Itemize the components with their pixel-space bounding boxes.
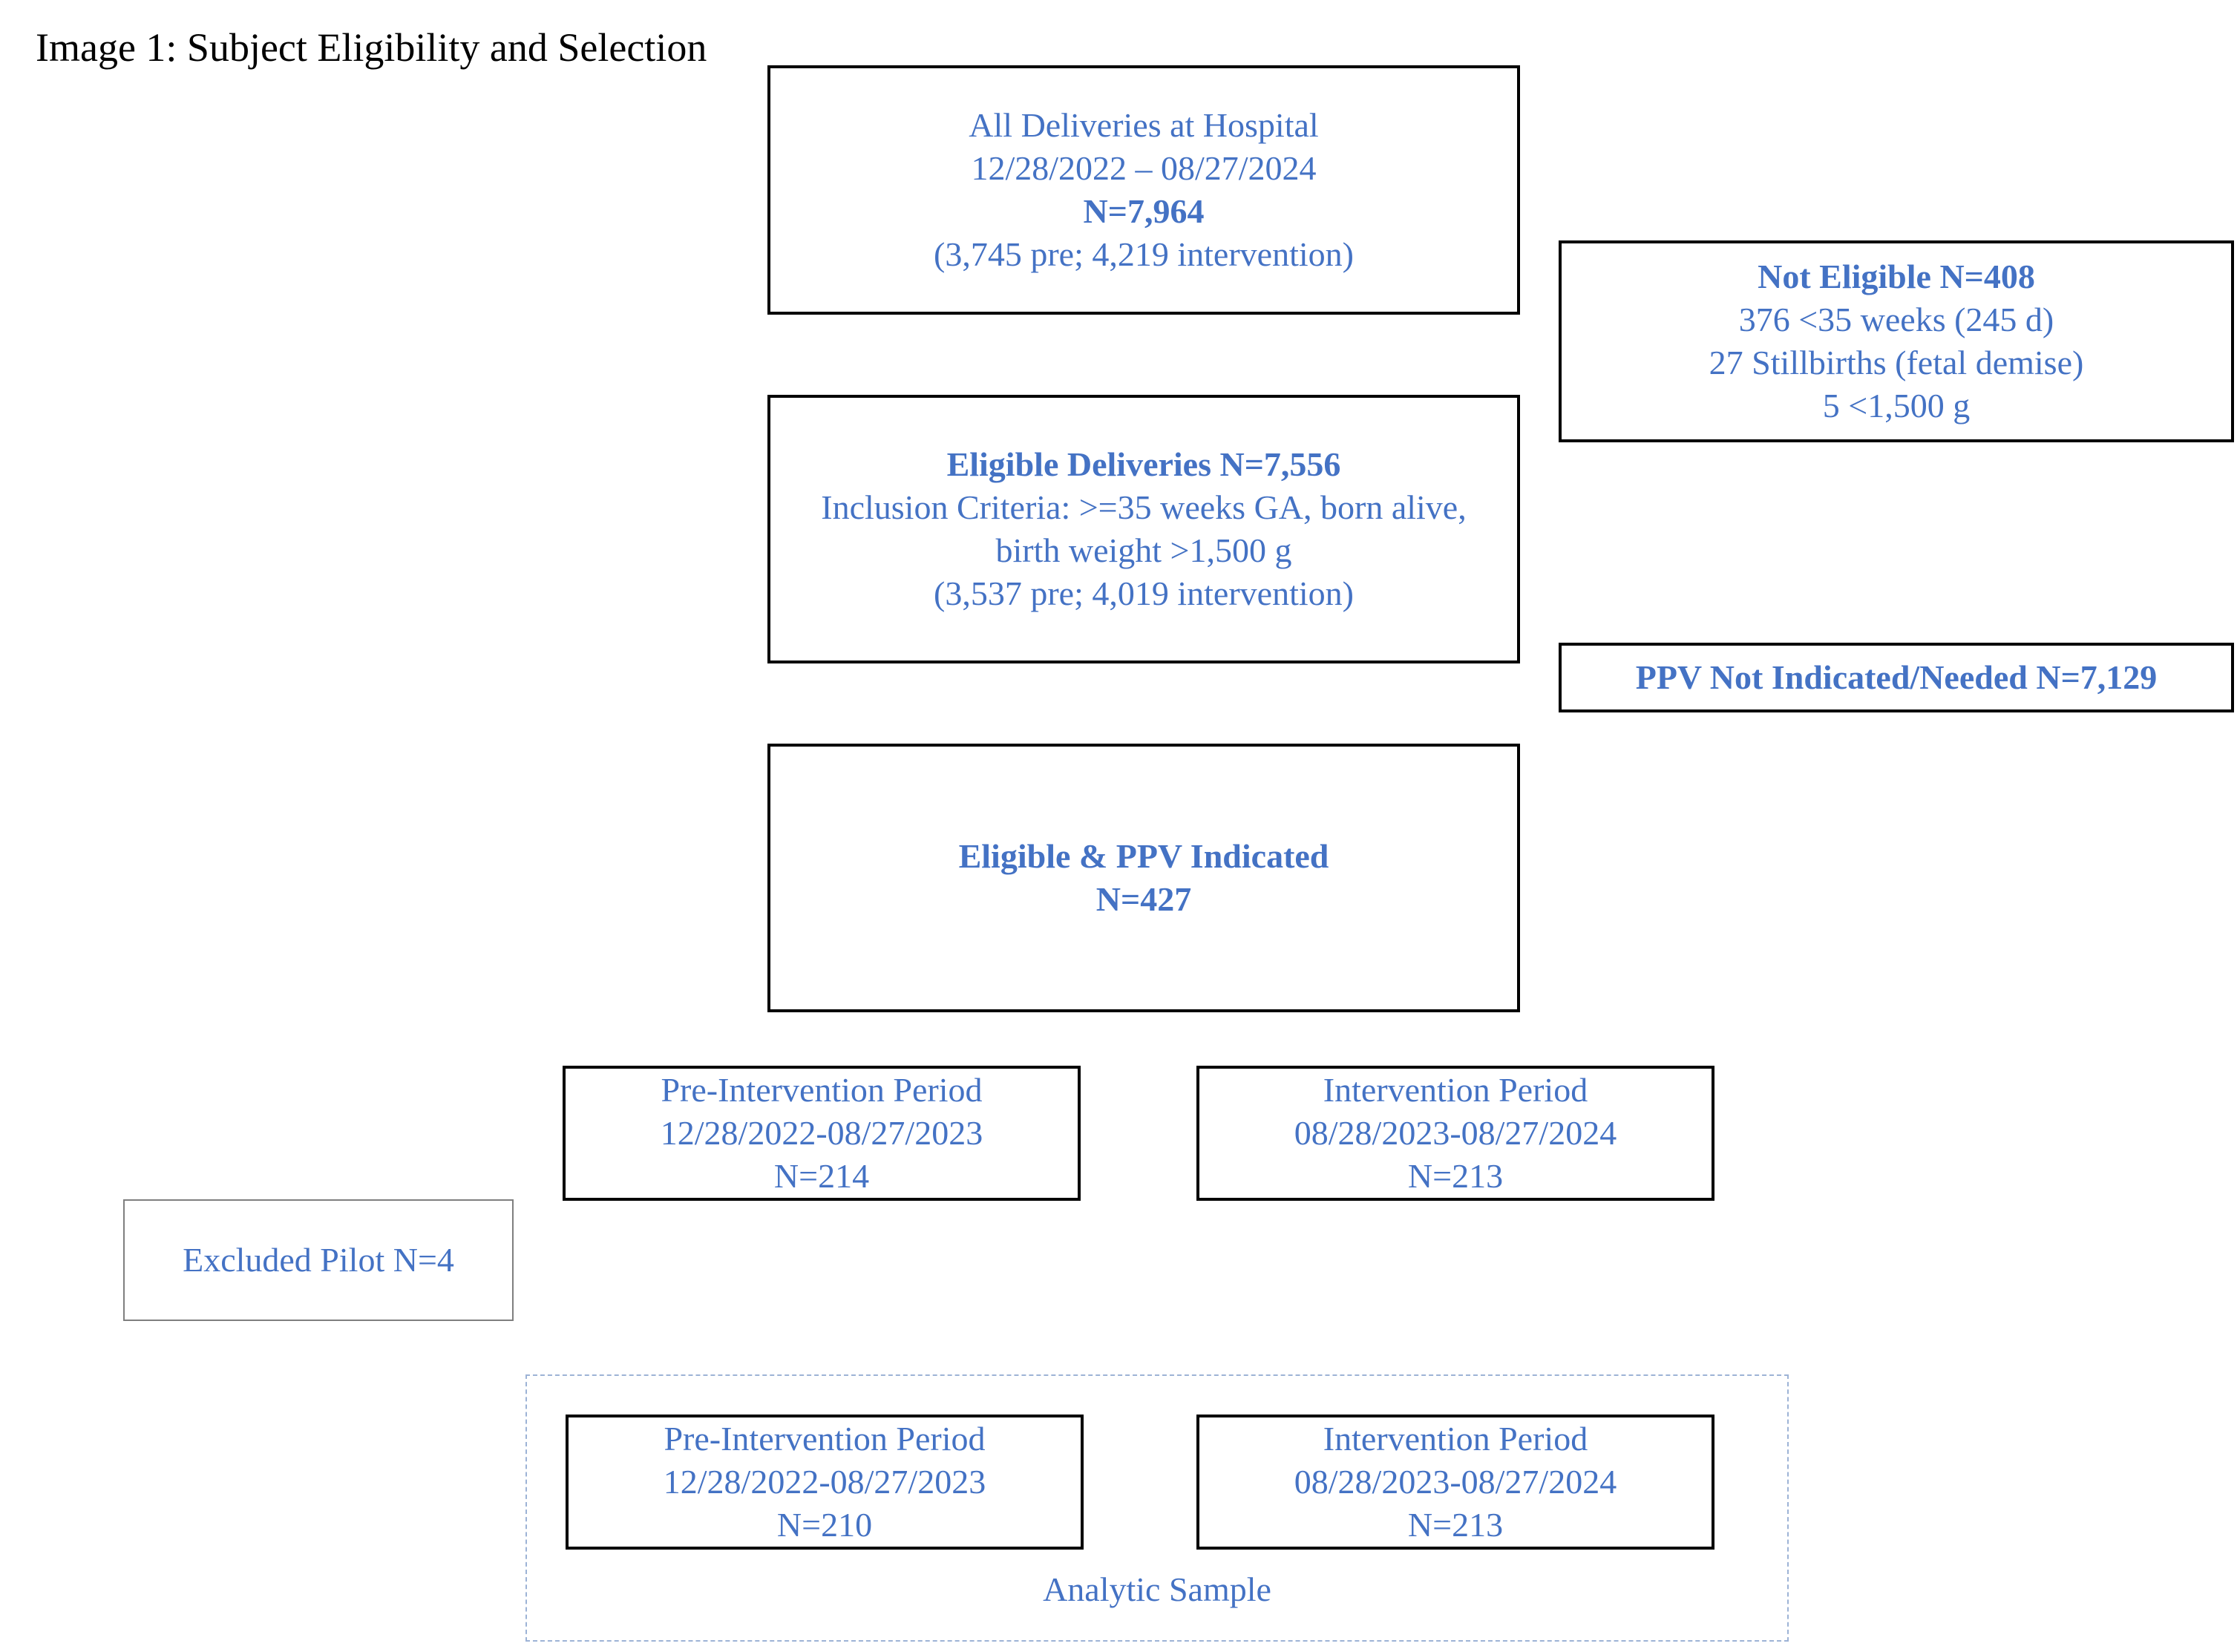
not-eligible-reason-gestation: 376 <35 weeks (245 d) xyxy=(1738,301,2054,339)
intervention-title: Intervention Period xyxy=(1323,1071,1588,1109)
all-deliveries-title: All Deliveries at Hospital xyxy=(969,106,1319,145)
analytic-pre-intervention-count: N=210 xyxy=(776,1505,873,1544)
ppv-indicated-title: Eligible & PPV Indicated xyxy=(958,837,1329,876)
not-eligible-reason-stillbirths: 27 Stillbirths (fetal demise) xyxy=(1709,344,2084,381)
analytic-pre-intervention-title: Pre-Intervention Period xyxy=(664,1420,986,1458)
analytic-intervention-dates: 08/28/2023-08/27/2024 xyxy=(1294,1463,1617,1501)
not-eligible-title: Not Eligible N=408 xyxy=(1758,258,2035,296)
intervention-box: Intervention Period 08/28/2023-08/27/202… xyxy=(1196,1066,1714,1201)
inclusion-criteria-line-2: birth weight >1,500 g xyxy=(995,531,1292,569)
all-deliveries-box: All Deliveries at Hospital 12/28/2022 – … xyxy=(767,65,1520,315)
page-title: Image 1: Subject Eligibility and Selecti… xyxy=(36,25,707,70)
eligible-deliveries-title: Eligible Deliveries N=7,556 xyxy=(946,445,1341,484)
eligible-deliveries-box: Eligible Deliveries N=7,556 Inclusion Cr… xyxy=(767,395,1520,663)
ppv-not-indicated-title: PPV Not Indicated/Needed N=7,129 xyxy=(1635,658,2158,697)
intervention-count: N=213 xyxy=(1407,1156,1504,1195)
all-deliveries-dates: 12/28/2022 – 08/27/2024 xyxy=(971,149,1317,188)
analytic-pre-intervention-dates: 12/28/2022-08/27/2023 xyxy=(663,1463,986,1501)
analytic-intervention-count: N=213 xyxy=(1407,1505,1504,1544)
not-eligible-reason-weight: 5 <1,500 g xyxy=(1822,386,1971,425)
all-deliveries-breakdown: (3,745 pre; 4,219 intervention) xyxy=(934,235,1354,273)
analytic-sample-label: Analytic Sample xyxy=(1043,1570,1271,1608)
ppv-indicated-box: Eligible & PPV Indicated N=427 xyxy=(767,744,1520,1012)
analytic-sample-group: Analytic Sample xyxy=(525,1374,1789,1642)
pre-intervention-dates: 12/28/2022-08/27/2023 xyxy=(660,1114,983,1153)
not-eligible-box: Not Eligible N=408 376 <35 weeks (245 d)… xyxy=(1559,240,2234,442)
excluded-pilot-title: Excluded Pilot N=4 xyxy=(183,1241,454,1279)
eligible-deliveries-breakdown: (3,537 pre; 4,019 intervention) xyxy=(934,574,1354,612)
pre-intervention-count: N=214 xyxy=(773,1156,870,1195)
analytic-pre-intervention-box: Pre-Intervention Period 12/28/2022-08/27… xyxy=(566,1415,1084,1550)
pre-intervention-title: Pre-Intervention Period xyxy=(661,1071,983,1109)
excluded-pilot-box: Excluded Pilot N=4 xyxy=(123,1199,514,1321)
pre-intervention-box: Pre-Intervention Period 12/28/2022-08/27… xyxy=(563,1066,1081,1201)
analytic-intervention-box: Intervention Period 08/28/2023-08/27/202… xyxy=(1196,1415,1714,1550)
analytic-intervention-title: Intervention Period xyxy=(1323,1420,1588,1458)
ppv-indicated-count: N=427 xyxy=(1095,880,1192,918)
intervention-dates: 08/28/2023-08/27/2024 xyxy=(1294,1114,1617,1153)
ppv-not-indicated-box: PPV Not Indicated/Needed N=7,129 xyxy=(1559,643,2234,712)
all-deliveries-count: N=7,964 xyxy=(1083,192,1205,230)
inclusion-criteria-line-1: Inclusion Criteria: >=35 weeks GA, born … xyxy=(821,488,1467,527)
